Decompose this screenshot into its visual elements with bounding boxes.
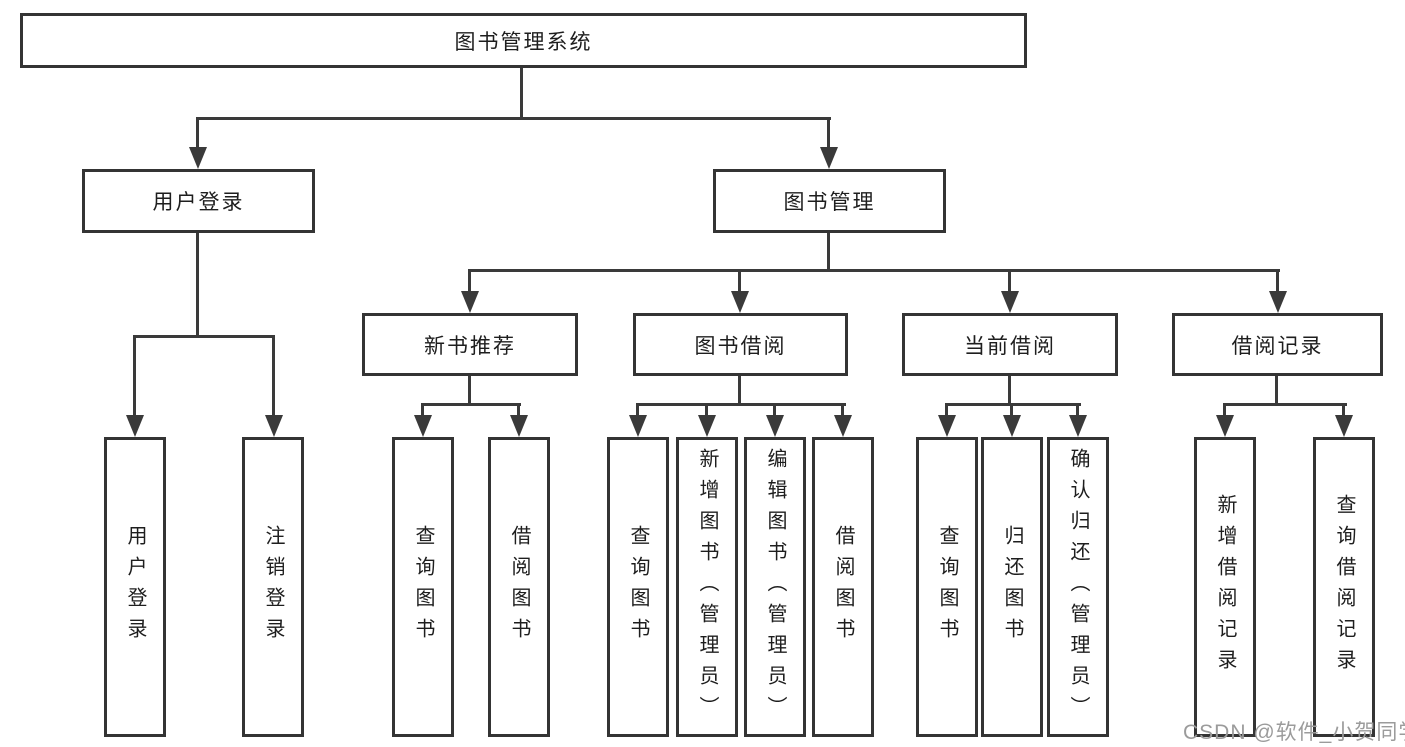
connector-drop (133, 335, 136, 417)
connector-drop (1342, 403, 1345, 417)
node-borrow-records: 借阅记录 (1172, 313, 1383, 376)
connector-borrow-stem (738, 376, 741, 406)
connector-borrow-bar (636, 403, 846, 406)
leaf-borrow-borrow-books: 借阅图书 (812, 437, 874, 737)
connector-drop (421, 403, 424, 417)
connector-drop (1010, 403, 1013, 417)
leaf-newbook-borrow-books: 借阅图书 (488, 437, 550, 737)
connector-user-login-bar (133, 335, 275, 338)
connector-current-stem (1008, 376, 1011, 406)
leaf-newbook-query-books: 查询图书 (392, 437, 454, 737)
node-current-borrow: 当前借阅 (902, 313, 1118, 376)
arrow-down-icon (1001, 291, 1019, 313)
arrow-down-icon (414, 415, 432, 437)
connector-drop (517, 403, 520, 417)
connector-root-stem (520, 68, 523, 120)
arrow-down-icon (629, 415, 647, 437)
node-book-borrow: 图书借阅 (633, 313, 848, 376)
arrow-down-icon (731, 291, 749, 313)
connector-drop (1008, 269, 1011, 293)
arrow-down-icon (126, 415, 144, 437)
connector-drop (1076, 403, 1079, 417)
leaf-current-confirm-return-admin: 确认归还（管理员） (1047, 437, 1109, 737)
node-library-management-system: 图书管理系统 (20, 13, 1027, 68)
connector-drop (1223, 403, 1226, 417)
node-book-management: 图书管理 (713, 169, 946, 233)
leaf-borrow-query-books: 查询图书 (607, 437, 669, 737)
leaf-user-login: 用户登录 (104, 437, 166, 737)
connector-drop (945, 403, 948, 417)
connector-current-bar (945, 403, 1081, 406)
connector-drop (636, 403, 639, 417)
connector-drop (196, 117, 199, 151)
leaf-current-return-books: 归还图书 (981, 437, 1043, 737)
connector-root-bar (197, 117, 831, 120)
arrow-down-icon (461, 291, 479, 313)
csdn-watermark: CSDN @软件_小贺同学 (1183, 721, 1405, 744)
connector-drop (468, 269, 471, 293)
arrow-down-icon (1003, 415, 1021, 437)
connector-drop (773, 403, 776, 417)
connector-records-stem (1275, 376, 1278, 406)
leaf-logout: 注销登录 (242, 437, 304, 737)
connector-drop (1276, 269, 1279, 293)
connector-newbook-bar (421, 403, 521, 406)
connector-book-mgmt-stem (827, 233, 830, 272)
connector-drop (827, 117, 830, 151)
connector-drop (738, 269, 741, 293)
arrow-down-icon (1069, 415, 1087, 437)
connector-book-mgmt-bar (468, 269, 1280, 272)
arrow-down-icon (938, 415, 956, 437)
leaf-borrow-edit-books-admin: 编辑图书（管理员） (744, 437, 806, 737)
arrow-down-icon (510, 415, 528, 437)
node-new-book-recommend: 新书推荐 (362, 313, 578, 376)
arrow-down-icon (1335, 415, 1353, 437)
connector-drop (841, 403, 844, 417)
node-user-login: 用户登录 (82, 169, 315, 233)
arrow-down-icon (1216, 415, 1234, 437)
connector-newbook-stem (468, 376, 471, 406)
leaf-records-add-record: 新增借阅记录 (1194, 437, 1256, 737)
connector-records-bar (1223, 403, 1347, 406)
arrow-down-icon (1269, 291, 1287, 313)
arrow-down-icon (834, 415, 852, 437)
arrow-down-icon (189, 147, 207, 169)
arrow-down-icon (820, 147, 838, 169)
arrow-down-icon (698, 415, 716, 437)
connector-user-login-stem (196, 233, 199, 338)
connector-drop (272, 335, 275, 417)
connector-drop (705, 403, 708, 417)
leaf-records-query-record: 查询借阅记录 (1313, 437, 1375, 737)
arrow-down-icon (766, 415, 784, 437)
leaf-borrow-add-books-admin: 新增图书（管理员） (676, 437, 738, 737)
arrow-down-icon (265, 415, 283, 437)
leaf-current-query-books: 查询图书 (916, 437, 978, 737)
